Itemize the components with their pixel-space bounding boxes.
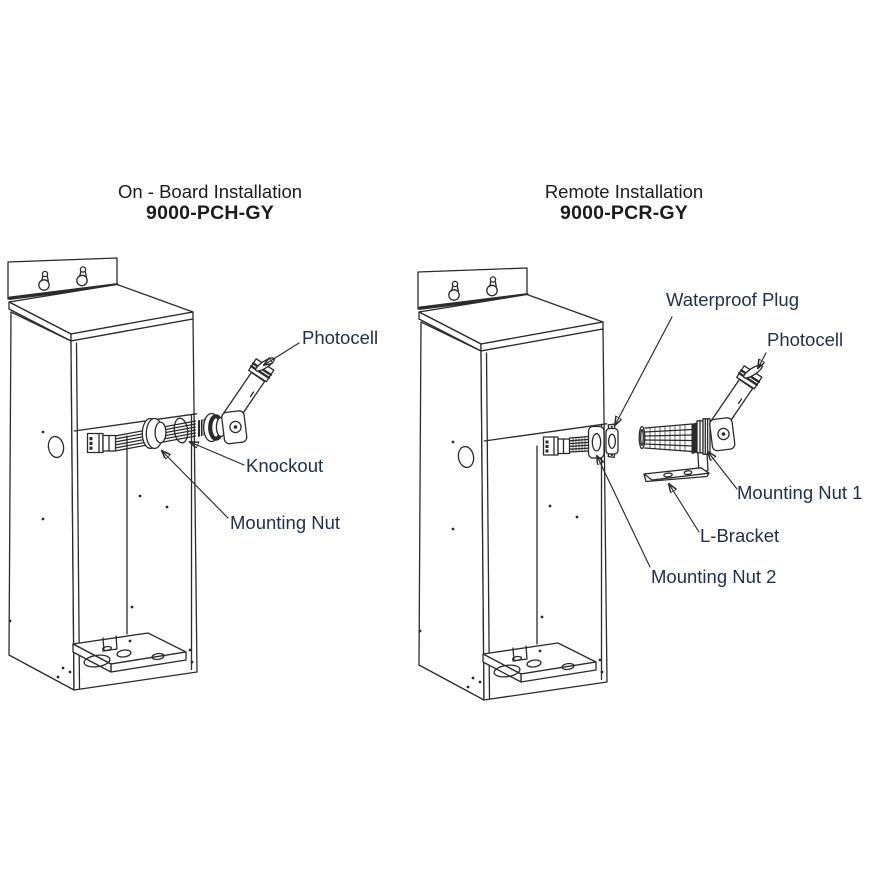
leader-waterproof-plug: [615, 316, 673, 425]
title-remote: Remote Installation 9000-PCR-GY: [489, 181, 759, 224]
remote-drawing: [416, 266, 767, 702]
knockout-part: [173, 417, 189, 444]
remote-cable-internal: [542, 435, 591, 456]
waterproof-plug-part: [587, 423, 619, 459]
remote-photocell-assembly: [638, 361, 766, 483]
title-on-board-text: On - Board Installation: [117, 181, 303, 202]
title-on-board: On - Board Installation 9000-PCH-GY: [75, 181, 345, 224]
label-photocell-left: Photocell: [302, 327, 379, 348]
label-photocell-right: Photocell: [767, 329, 844, 350]
label-waterproof-plug: Waterproof Plug: [666, 289, 799, 310]
enclosure-right: [416, 266, 609, 702]
mounting-nut-1-part: [691, 418, 711, 455]
label-knockout: Knockout: [246, 455, 324, 476]
leader-mounting-nut: [162, 451, 229, 519]
mounting-nut-part-left: [141, 417, 167, 450]
photocell-part-right: [707, 361, 766, 453]
leader-l-bracket: [669, 484, 700, 533]
leader-photocell-right: [758, 352, 767, 368]
leader-mounting-nut-1: [708, 452, 738, 490]
label-l-bracket: L-Bracket: [700, 525, 780, 546]
label-mounting-nut: Mounting Nut: [230, 512, 341, 533]
title-remote-text: Remote Installation: [544, 181, 704, 202]
leader-mounting-nut-2: [597, 456, 651, 568]
enclosure-left: [6, 256, 199, 692]
leader-knockout: [190, 442, 245, 466]
label-mounting-nut-1: Mounting Nut 1: [737, 482, 863, 503]
label-mounting-nut-2: Mounting Nut 2: [651, 566, 777, 587]
model-on-board-text: 9000-PCH-GY: [146, 202, 274, 224]
leader-photocell-left: [264, 342, 300, 365]
photocell-part-left: [219, 354, 278, 446]
model-remote-text: 9000-PCR-GY: [560, 202, 688, 224]
on-board-drawing: [6, 256, 300, 692]
photocell-stem-left: [198, 412, 227, 443]
